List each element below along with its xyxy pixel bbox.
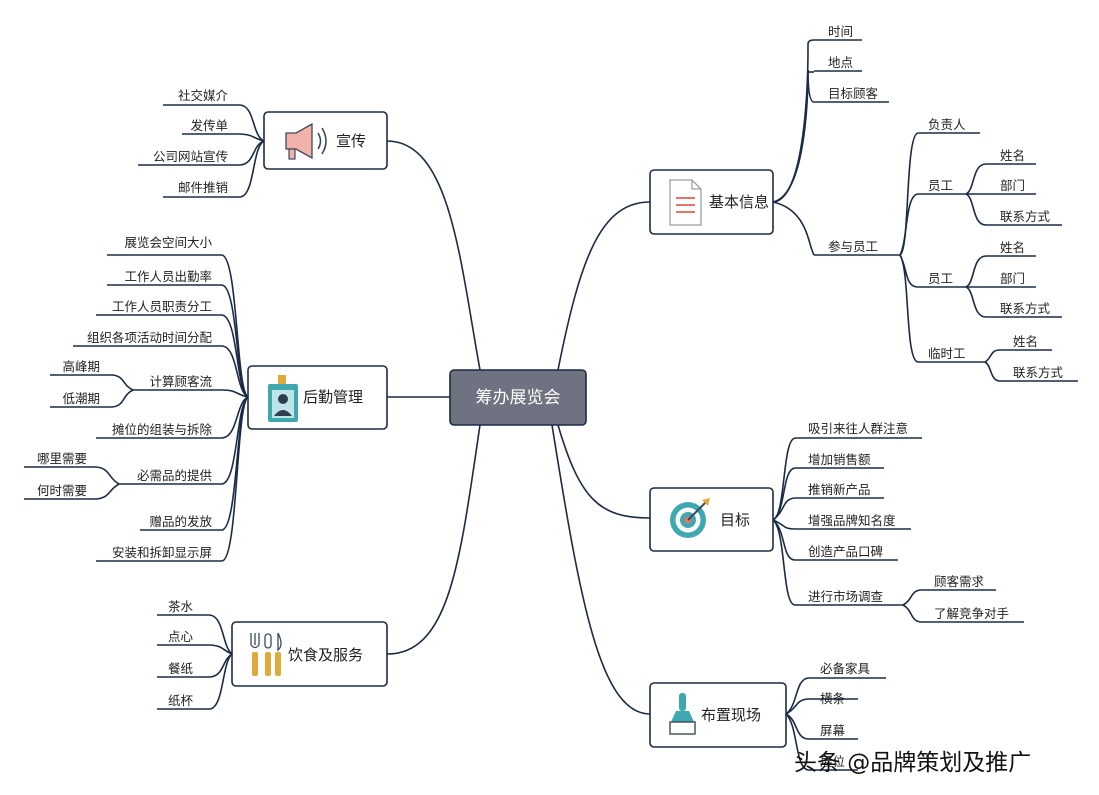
goal-item: 吸引来往人群注意: [808, 421, 908, 436]
branch-title: 饮食及服务: [288, 646, 363, 664]
logistics-item: 展览会空间大小: [124, 235, 212, 250]
traffic-item: 高峰期: [62, 359, 100, 374]
basic-owner: 负责人: [928, 117, 966, 132]
staff-1-label: 员工: [928, 178, 953, 193]
supplies-item: 何时需要: [37, 483, 87, 498]
staff-1-name: 姓名: [1000, 148, 1025, 163]
venue-item: 横条: [820, 691, 846, 706]
venue-item: 屏幕: [820, 723, 846, 738]
branch-goal[interactable]: 目标: [649, 487, 774, 552]
goal-labels: 吸引来往人群注意 增加销售额 推销新产品 增强品牌知名度 创造产品口碑 进行市场…: [808, 421, 1009, 621]
goal-edges: [772, 437, 1024, 623]
survey-item: 顾客需求: [934, 574, 985, 589]
staff-temp-label: 临时工: [928, 346, 966, 361]
branch-title: 基本信息: [709, 193, 769, 211]
megaphone-icon: [285, 122, 327, 160]
promo-item: 邮件推销: [178, 180, 228, 195]
food-labels: 茶水 点心 餐纸 纸杯: [168, 599, 194, 708]
staff-1-contact: 联系方式: [1000, 209, 1051, 224]
supplies-item: 哪里需要: [37, 451, 87, 466]
branch-basic-info[interactable]: 基本信息: [649, 169, 774, 235]
survey-item: 了解竞争对手: [934, 606, 1009, 621]
goal-item: 推销新产品: [808, 482, 871, 497]
temp-name: 姓名: [1013, 334, 1038, 349]
branch-promo[interactable]: 宣传: [263, 111, 388, 170]
document-icon: [669, 179, 702, 226]
branch-title: 后勤管理: [303, 388, 363, 406]
promo-item: 社交媒介: [178, 88, 229, 103]
staff-2-contact: 联系方式: [1000, 301, 1051, 316]
goal-item: 创造产品口碑: [808, 544, 883, 559]
food-edges: [157, 614, 233, 710]
promo-item: 发传单: [190, 118, 228, 133]
branch-venue[interactable]: 布置现场: [649, 682, 787, 748]
venue-item: 必备家具: [820, 661, 871, 676]
basic-labels: 时间 地点 目标顾客 参与员工 负责人 员工 员工 临时工 姓名 部门 联系方式…: [828, 24, 1064, 380]
staff-2-label: 员工: [928, 271, 953, 286]
brush-icon: [669, 693, 696, 735]
utensils-icon: [250, 632, 282, 676]
branch-title: 宣传: [336, 132, 366, 150]
basic-item-customers: 目标顾客: [828, 86, 879, 101]
promo-edges: [138, 104, 265, 198]
venue-labels: 必备家具 横条 屏幕 展位: [820, 661, 871, 769]
root-edges: [386, 140, 651, 715]
logistics-gifts: 赠品的发放: [149, 514, 212, 529]
logistics-edges: [24, 254, 249, 562]
logistics-supplies: 必需品的提供: [137, 468, 212, 483]
goal-item: 增强品牌知名度: [808, 513, 896, 528]
staff-1-dept: 部门: [1000, 178, 1025, 193]
basic-item-time: 时间: [828, 24, 853, 39]
branch-food[interactable]: 饮食及服务: [231, 621, 388, 687]
root-node[interactable]: 筹办展览会: [449, 369, 587, 426]
promo-item: 公司网站宣传: [153, 149, 228, 164]
goal-item: 增加销售额: [808, 452, 871, 467]
venue-item: 展位: [820, 754, 845, 769]
logistics-booth: 摊位的组装与拆除: [112, 422, 213, 437]
target-icon: [670, 498, 710, 538]
logistics-traffic: 计算顾客流: [149, 374, 212, 389]
staff-2-dept: 部门: [1000, 271, 1025, 286]
branch-logistics[interactable]: 后勤管理: [247, 365, 388, 430]
traffic-item: 低潮期: [62, 391, 100, 406]
staff-2-name: 姓名: [1000, 240, 1025, 255]
logistics-item: 工作人员职责分工: [112, 299, 212, 314]
logistics-item: 组织各项活动时间分配: [87, 330, 213, 345]
logistics-screens: 安装和拆卸显示屏: [112, 545, 212, 560]
watermark: 头条 @品牌策划及推广: [794, 750, 1031, 776]
venue-edges: [785, 677, 886, 771]
food-item: 纸杯: [168, 693, 194, 708]
badge-icon: [268, 375, 298, 422]
basic-edges: [772, 39, 1078, 382]
basic-staff-group: 参与员工: [828, 239, 878, 254]
root-label: 筹办展览会: [476, 388, 561, 408]
basic-item-place: 地点: [828, 55, 853, 70]
branch-title: 目标: [720, 511, 750, 529]
promo-labels: 社交媒介 发传单 公司网站宣传 邮件推销: [153, 88, 229, 195]
food-item: 餐纸: [168, 661, 194, 676]
goal-survey: 进行市场调查: [808, 589, 884, 604]
logistics-labels: 展览会空间大小 工作人员出勤率 工作人员职责分工 组织各项活动时间分配 计算顾客…: [37, 235, 213, 560]
food-item: 茶水: [168, 599, 194, 614]
temp-contact: 联系方式: [1013, 365, 1064, 380]
branch-title: 布置现场: [701, 706, 761, 724]
logistics-item: 工作人员出勤率: [124, 269, 212, 284]
food-item: 点心: [168, 629, 194, 644]
